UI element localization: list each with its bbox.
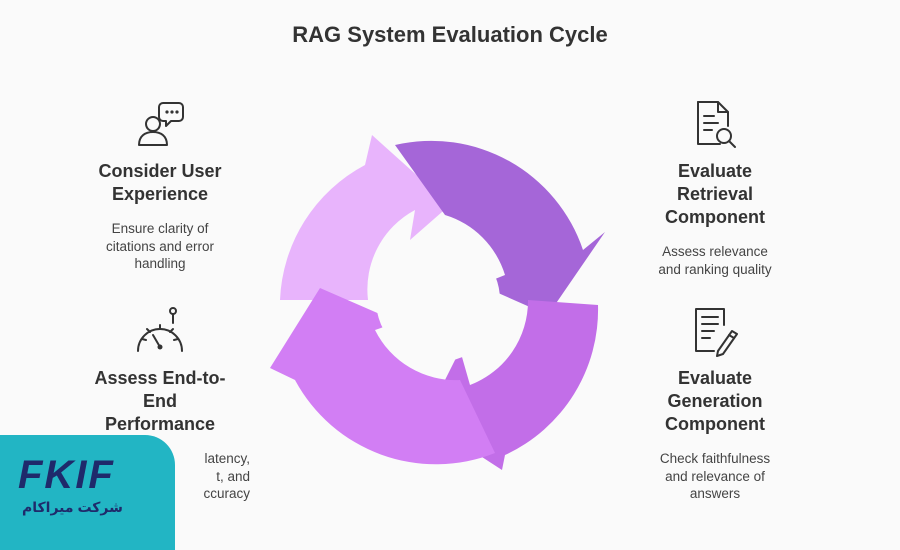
document-search-icon xyxy=(697,101,736,148)
step-end-to-end: Assess End-to- End Performance latency, … xyxy=(70,305,250,503)
step-retrieval: Evaluate Retrieval Component Assess rele… xyxy=(625,98,805,278)
cycle-center xyxy=(376,238,500,362)
gauge-icon xyxy=(137,307,183,352)
logo-subtitle: شرکت میراکام xyxy=(22,499,123,515)
step-description: Check faithfulness and relevance of answ… xyxy=(659,451,771,501)
cycle-segment-bottom-left xyxy=(270,288,495,465)
step-user-experience: Consider User Experience Ensure clarity … xyxy=(70,98,250,273)
step-description: latency, t, and ccuracy xyxy=(203,451,250,501)
page-title: RAG System Evaluation Cycle xyxy=(292,22,608,47)
step-generation: Evaluate Generation Component Check fait… xyxy=(625,305,805,503)
company-logo: FKIF شرکت میراکام xyxy=(0,435,175,550)
cycle-segment-top-right xyxy=(395,140,605,315)
step-heading: Evaluate Generation Component xyxy=(665,368,765,434)
document-pen-icon xyxy=(695,308,738,357)
step-heading: Evaluate Retrieval Component xyxy=(665,161,765,227)
step-heading: Consider User Experience xyxy=(98,161,222,204)
step-heading: Assess End-to- End Performance xyxy=(94,368,226,434)
cycle-segment-top-left xyxy=(280,135,450,300)
step-description: Ensure clarity of citations and error ha… xyxy=(105,221,215,271)
user-chat-icon xyxy=(138,102,184,146)
logo-mark: FKIF xyxy=(18,453,115,497)
step-description: Assess relevance and ranking quality xyxy=(658,244,772,277)
